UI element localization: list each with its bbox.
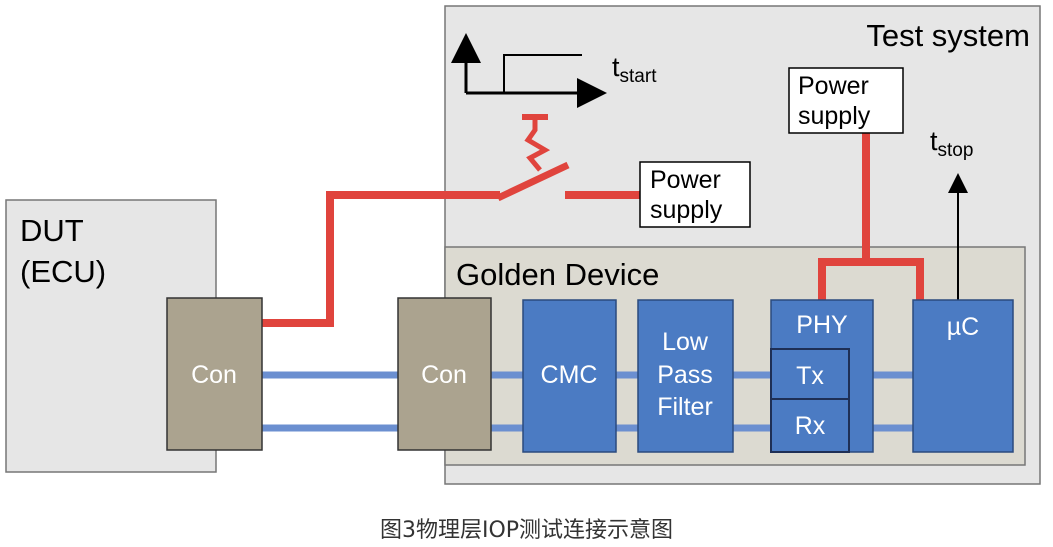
dut-sub-label: (ECU) xyxy=(20,254,106,289)
dut-power-line xyxy=(262,191,500,327)
figure-caption: 图3物理层IOP测试连接示意图 xyxy=(379,518,674,543)
power-supply-left-box xyxy=(639,161,751,228)
lpf-label-line1: Low xyxy=(662,328,709,356)
phy-label: PHY xyxy=(796,311,848,339)
con-gd-block xyxy=(397,297,492,451)
lpf-label-line2: Pass xyxy=(657,361,713,389)
power-supply-left-line2: supply xyxy=(650,196,723,224)
con-dut-label: Con xyxy=(191,361,237,389)
con-dut-block xyxy=(166,297,263,451)
test-system-label: Test system xyxy=(866,18,1030,53)
cmc-block xyxy=(522,299,617,453)
dut-label: DUT xyxy=(20,213,84,248)
low-pass-filter-block xyxy=(637,299,734,453)
microcontroller-block xyxy=(912,299,1014,453)
power-supply-top-line1: Power xyxy=(798,72,869,100)
t-start-step xyxy=(503,54,582,93)
con-gd-label: Con xyxy=(421,361,467,389)
iop-diagram: Test system DUT (ECU) Golden Device tsta… xyxy=(5,5,1041,485)
t-stop-label: tstop xyxy=(930,126,973,161)
t-start-label: tstart xyxy=(612,52,657,87)
power-supply-top-line2: supply xyxy=(798,102,871,130)
rx-label: Rx xyxy=(795,412,826,440)
top-power-branch xyxy=(818,258,924,300)
microcontroller-label: µC xyxy=(947,313,979,341)
tx-label: Tx xyxy=(796,362,824,390)
rx-block xyxy=(770,398,850,453)
power-supply-left-line1: Power xyxy=(650,166,721,194)
switch-actuator-spring xyxy=(524,117,551,172)
power-switch-arm xyxy=(496,161,570,202)
cmc-label: CMC xyxy=(541,361,598,389)
power-supply-top-box xyxy=(788,67,904,134)
golden-device-label: Golden Device xyxy=(456,257,659,292)
lpf-label-line3: Filter xyxy=(657,393,713,421)
